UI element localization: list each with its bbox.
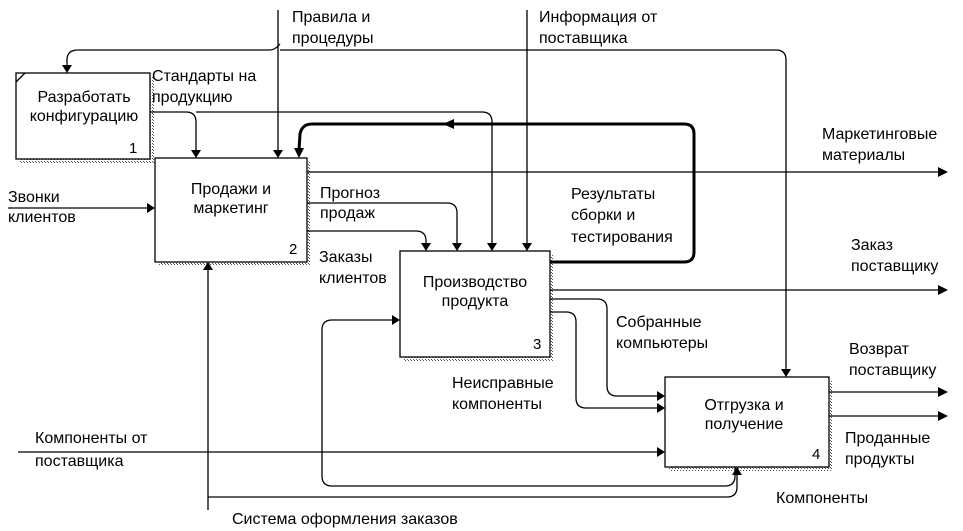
arrowhead-supplier-order xyxy=(938,285,948,295)
arrow-standards xyxy=(150,111,197,150)
label-marketing-materials-1: Маркетинговые xyxy=(822,126,937,143)
label-components-supplier-1: Компоненты от xyxy=(35,430,148,447)
label-client-calls-1: Звонки xyxy=(8,189,60,206)
label-assembled-1: Собранные xyxy=(616,314,702,331)
label-test-results-2: сборки и xyxy=(571,207,635,224)
label-client-calls-2: клиентов xyxy=(8,209,76,226)
label-supplier-info-1: Информация от xyxy=(539,9,658,26)
arrow-faulty xyxy=(550,311,657,409)
box-sales-title-2: маркетинг xyxy=(193,200,268,217)
arrowhead-order-system-4 xyxy=(732,467,742,475)
arrow-test-results xyxy=(297,122,696,264)
box-configure-title-2: конфигурацию xyxy=(30,108,139,125)
arrow-rules-branch xyxy=(66,43,281,67)
label-test-results-3: тестирования xyxy=(571,229,673,246)
label-forecast-1: Прогноз xyxy=(320,185,380,202)
label-assembled-2: компьютеры xyxy=(616,335,708,352)
arrowhead-test-results-end xyxy=(294,148,304,158)
arrow-assembled xyxy=(550,298,657,397)
arrowhead-test-results-mid xyxy=(443,119,454,129)
arrowhead-faulty xyxy=(657,403,665,413)
label-return-1: Возврат xyxy=(849,341,910,358)
arrowhead-rules-4 xyxy=(781,369,791,377)
label-supplier-order-1: Заказ xyxy=(851,237,893,254)
label-supplier-order-2: поставщику xyxy=(851,258,938,275)
arrow-standards-3 xyxy=(196,111,493,243)
label-sold-1: Проданные xyxy=(845,430,930,447)
label-client-orders-1: Заказы xyxy=(319,249,372,266)
box-shipping-title-1: Отгрузка и xyxy=(704,397,783,414)
label-standards-1: Стандарты на xyxy=(152,68,256,85)
box-sales-title-1: Продажи и xyxy=(191,181,271,198)
arrowhead-rules-2 xyxy=(273,150,283,158)
arrowhead-components-supplier xyxy=(657,447,665,457)
arrowhead-supplier-info xyxy=(522,243,532,251)
arrow-components xyxy=(321,319,736,487)
arrowhead-assembled xyxy=(657,391,665,401)
box-shipping-title-2: получение xyxy=(705,416,784,433)
box-production-title-1: Производство xyxy=(423,274,527,291)
label-components: Компоненты xyxy=(776,490,868,507)
arrow-forecast xyxy=(307,202,458,243)
label-forecast-2: продаж xyxy=(320,205,375,222)
label-components-supplier-2: поставщика xyxy=(35,453,124,470)
arrowhead-standards-3 xyxy=(487,243,497,251)
arrowhead-rules-1 xyxy=(62,65,72,73)
box-configure-number: 1 xyxy=(129,140,137,157)
label-supplier-info-2: поставщика xyxy=(539,30,628,47)
arrowhead-client-orders xyxy=(421,243,431,251)
arrowhead-order-system-2 xyxy=(203,262,213,270)
box-configure-title-1: Разработать xyxy=(37,89,130,106)
arrowhead-components xyxy=(392,315,400,325)
box-production-number: 3 xyxy=(533,336,541,353)
box-sales-number: 2 xyxy=(289,241,297,258)
box-configure[interactable]: Разработать конфигурацию 1 xyxy=(15,72,151,160)
label-return-2: поставщику xyxy=(849,362,936,379)
arrow-rules-shipping xyxy=(280,49,787,371)
box-shipping-number: 4 xyxy=(812,446,820,463)
arrowhead-sold xyxy=(938,411,948,421)
label-client-orders-2: клиентов xyxy=(319,270,387,287)
arrowhead-marketing-materials xyxy=(938,167,948,177)
label-rules-2: процедуры xyxy=(292,30,374,47)
box-sales[interactable]: Продажи и маркетинг 2 xyxy=(154,157,308,263)
label-faulty-1: Неисправные xyxy=(452,375,554,392)
arrow-client-orders xyxy=(307,230,427,243)
arrowhead-return xyxy=(938,387,948,397)
arrowhead-forecast xyxy=(452,243,462,251)
box-production[interactable]: Производство продукта 3 xyxy=(399,250,551,358)
arrow-order-system-4 xyxy=(208,475,738,498)
arrowhead-standards-2 xyxy=(191,150,201,158)
label-sold-2: продукты xyxy=(845,451,914,468)
label-order-system: Система оформления заказов xyxy=(232,511,458,528)
label-rules-1: Правила и xyxy=(292,9,370,26)
label-marketing-materials-2: материалы xyxy=(822,147,905,164)
box-shipping[interactable]: Отгрузка и получение 4 xyxy=(664,376,830,468)
label-test-results-1: Результаты xyxy=(571,186,655,203)
box-production-title-2: продукта xyxy=(442,293,509,310)
label-faulty-2: компоненты xyxy=(452,396,542,413)
arrowhead-client-calls xyxy=(147,203,155,213)
label-standards-2: продукцию xyxy=(152,89,233,106)
